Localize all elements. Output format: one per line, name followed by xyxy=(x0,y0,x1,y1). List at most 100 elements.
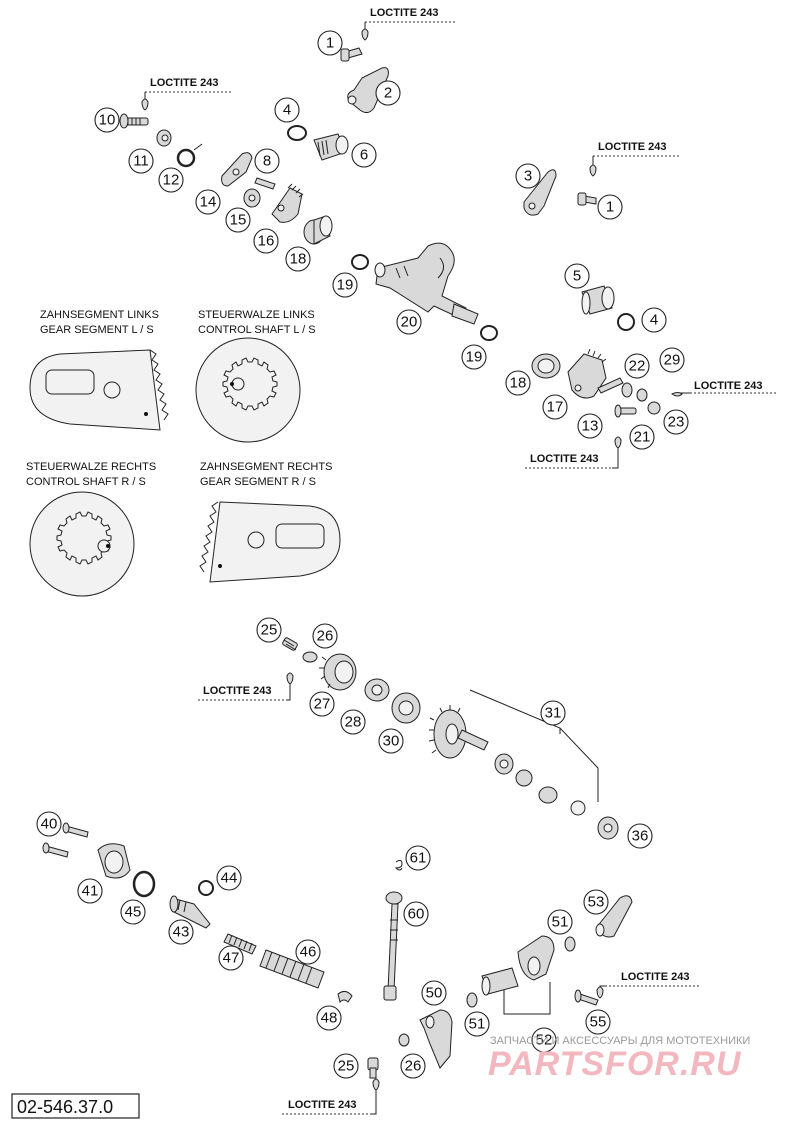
part-callouts: 1 2 4 6 10 11 12 8 14 15 16 18 19 20 19 … xyxy=(36,30,689,1079)
washer-part-22 xyxy=(621,382,633,398)
svg-text:43: 43 xyxy=(173,924,190,941)
inset-title-en: CONTROL SHAFT L / S xyxy=(198,324,316,336)
part-callout-14: 14 xyxy=(195,189,221,215)
svg-text:25: 25 xyxy=(261,622,278,639)
drawing-code-box: 02-546.37.0 xyxy=(11,1093,140,1119)
part-callout-61: 61 xyxy=(405,845,431,871)
lever-part-2 xyxy=(347,67,389,114)
part-callout-20: 20 xyxy=(396,309,422,335)
svg-text:51: 51 xyxy=(552,914,569,931)
washer-part-26-bottom xyxy=(398,1033,410,1047)
o-ring-part-19-right xyxy=(480,325,498,341)
shift-shaft-kit-part-31 xyxy=(428,689,599,816)
svg-text:3: 3 xyxy=(524,168,532,185)
screw-part-55 xyxy=(574,989,599,1006)
svg-text:4: 4 xyxy=(283,102,291,119)
part-callout-18: 18 xyxy=(505,370,531,396)
loctite-callout-center: LOCTITE 243 xyxy=(525,436,622,469)
bearing-part-36 xyxy=(597,816,619,840)
part-callout-51: 51 xyxy=(547,909,573,935)
part-callout-28: 28 xyxy=(340,709,366,735)
part-callout-1: 1 xyxy=(597,194,623,220)
svg-text:22: 22 xyxy=(629,358,646,375)
svg-text:18: 18 xyxy=(290,251,307,268)
svg-text:50: 50 xyxy=(426,985,443,1002)
svg-text:53: 53 xyxy=(588,894,605,911)
washer-part-29 xyxy=(636,388,648,402)
part-callout-40: 40 xyxy=(36,811,62,837)
part-callout-26: 26 xyxy=(400,1053,426,1079)
part-callout-13: 13 xyxy=(577,413,603,439)
svg-text:14: 14 xyxy=(200,194,217,211)
part-callout-15: 15 xyxy=(225,207,251,233)
svg-text:19: 19 xyxy=(466,349,483,366)
part-callout-19: 19 xyxy=(332,272,358,298)
part-callout-36: 36 xyxy=(627,823,653,849)
inset-control-shaft-left: STEUERWALZE LINKS CONTROL SHAFT L / S xyxy=(195,309,316,443)
gear-segment-part-17 xyxy=(567,348,607,399)
part-callout-6: 6 xyxy=(351,142,377,168)
part-callout-25: 25 xyxy=(333,1053,359,1079)
part-callout-30: 30 xyxy=(378,728,404,754)
svg-text:2: 2 xyxy=(384,85,392,102)
svg-text:4: 4 xyxy=(650,312,658,329)
svg-text:6: 6 xyxy=(360,147,368,164)
part-callout-22: 22 xyxy=(624,353,650,379)
watermark-logo: PARTSFOR.RU xyxy=(488,1045,742,1083)
spring-part-47 xyxy=(223,933,257,955)
svg-text:17: 17 xyxy=(547,399,564,416)
washer-part-51-top xyxy=(564,936,576,952)
part-callout-53: 53 xyxy=(583,889,609,915)
part-callout-5: 5 xyxy=(564,263,590,289)
washer-part-26-top xyxy=(302,651,318,663)
loctite-label: LOCTITE 243 xyxy=(530,453,598,465)
inset-title-de: ZAHNSEGMENT LINKS xyxy=(40,309,159,321)
loctite-label: LOCTITE 243 xyxy=(288,1099,356,1111)
inset-gear-segment-right: ZAHNSEGMENT RECHTS GEAR SEGMENT R / S xyxy=(199,461,341,583)
nut-part-23 xyxy=(647,401,661,415)
washer-part-51-bottom xyxy=(466,992,478,1008)
part-callout-46: 46 xyxy=(295,939,321,965)
part-callout-55: 55 xyxy=(585,1009,611,1035)
lever-part-53 xyxy=(595,895,633,938)
o-ring-part-45 xyxy=(132,870,156,898)
loctite-callout-lever: LOCTITE 243 xyxy=(596,971,700,999)
loctite-label: LOCTITE 243 xyxy=(694,380,762,392)
svg-text:1: 1 xyxy=(326,35,334,52)
svg-text:19: 19 xyxy=(337,277,354,294)
part-callout-4: 4 xyxy=(274,97,300,123)
part-callout-52: 52 xyxy=(531,1027,557,1053)
part-callout-23: 23 xyxy=(663,409,689,435)
inset-title-de: STEUERWALZE LINKS xyxy=(198,309,315,321)
svg-text:11: 11 xyxy=(133,153,149,170)
part-callout-43: 43 xyxy=(168,919,194,945)
part-callout-60: 60 xyxy=(403,901,429,927)
housing-part-41 xyxy=(97,843,131,879)
part-callout-50: 50 xyxy=(421,980,447,1006)
svg-text:5: 5 xyxy=(573,268,581,285)
part-callout-25: 25 xyxy=(256,617,282,643)
loctite-label: LOCTITE 243 xyxy=(203,685,271,697)
drawing-code: 02-546.37.0 xyxy=(17,1097,113,1117)
gear-segment-part-16 xyxy=(271,183,304,223)
loctite-callout-shift-left: LOCTITE 243 xyxy=(198,672,294,701)
part-callout-48: 48 xyxy=(316,1005,342,1031)
part-callout-11: 11 xyxy=(128,148,154,174)
part-callout-44: 44 xyxy=(216,865,242,891)
svg-text:55: 55 xyxy=(590,1014,607,1031)
bearing-part-30 xyxy=(391,692,421,724)
inset-title-de: ZAHNSEGMENT RECHTS xyxy=(200,461,332,473)
svg-text:28: 28 xyxy=(345,714,362,731)
part-callout-17: 17 xyxy=(542,394,568,420)
screw-part-21 xyxy=(614,404,637,418)
svg-text:16: 16 xyxy=(258,233,275,250)
svg-text:40: 40 xyxy=(41,816,58,833)
selector-part-50 xyxy=(419,1009,453,1069)
svg-text:60: 60 xyxy=(408,906,425,923)
shift-lever-part-52 xyxy=(481,935,555,1015)
svg-text:12: 12 xyxy=(163,172,180,189)
svg-text:10: 10 xyxy=(99,112,116,129)
watermark-caption: ЗАПЧАСТИ И АКСЕССУАРЫ ДЛЯ МОТОТЕХНИКИ xyxy=(490,1035,750,1047)
svg-text:8: 8 xyxy=(263,153,271,170)
part-callout-51: 51 xyxy=(464,1011,490,1037)
